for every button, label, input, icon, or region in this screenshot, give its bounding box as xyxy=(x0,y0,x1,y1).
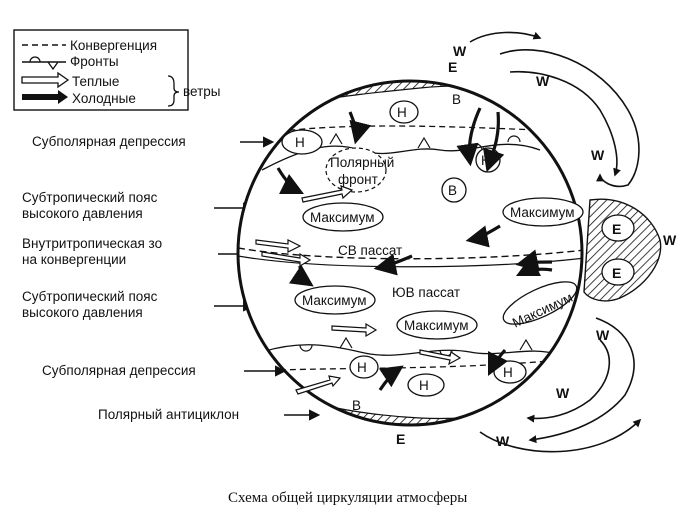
low-label: Н xyxy=(397,105,407,120)
legend-convergence-label: Конвергенция xyxy=(70,38,157,53)
fronts-symbol xyxy=(22,56,66,71)
legend-cold-label: Холодные xyxy=(72,91,136,106)
polar-front-label-1: Полярный xyxy=(330,155,394,170)
easterly-label: E xyxy=(612,265,621,281)
low-label: Н xyxy=(503,365,513,380)
maximum-label: Максимум xyxy=(404,318,469,333)
low-label: Н xyxy=(419,378,429,393)
zone-label-subpolar-south: Субполярная депрессия xyxy=(42,363,196,378)
cold-wind-arrows xyxy=(276,107,553,391)
zone-label-subtropical-north-2: высокого давления xyxy=(22,206,143,221)
figure-caption: Схема общей циркуляции атмосферы xyxy=(228,490,467,506)
legend: Конвергенция Фронты Теплые Холодные ветр… xyxy=(13,29,220,111)
warm-wind-symbol xyxy=(21,71,70,89)
polar-high-south-label: В xyxy=(352,398,361,413)
zone-label-itcz-1: Внутритропическая зо xyxy=(22,236,162,251)
westerly-label: W xyxy=(453,43,467,59)
polar-front-label-2: фронт xyxy=(338,172,378,187)
winds-brace xyxy=(167,75,180,107)
se-trade-label: ЮВ пассат xyxy=(392,285,460,300)
zone-label-itcz-2: на конвергенции xyxy=(22,252,126,267)
zone-label-subtropical-south-2: высокого давления xyxy=(22,305,143,320)
zone-label-subpolar-north: Субполярная депрессия xyxy=(32,134,186,149)
low-label: Н xyxy=(357,360,367,375)
westerly-label: W xyxy=(556,385,570,401)
westerly-label: W xyxy=(536,73,550,89)
zone-label-polar-anticyclone: Полярный антициклон xyxy=(98,407,239,422)
legend-warm-label: Теплые xyxy=(72,74,119,89)
globe: В В E E Н Н Н Н Н Н В Полярный фронт xyxy=(236,59,584,447)
zone-label-subtropical-north-1: Субтропический пояс xyxy=(22,190,158,205)
zone-label-subtropical-south-1: Субтропический пояс xyxy=(22,289,158,304)
high-cell-label: В xyxy=(448,183,457,198)
polar-easterlies-right: E E W xyxy=(583,198,677,302)
maximum-label: Максимум xyxy=(302,293,367,308)
polar-high-north-label: В xyxy=(452,92,461,107)
maximum-cells xyxy=(294,197,584,340)
warm-wind-arrows xyxy=(255,185,462,395)
cold-wind-symbol xyxy=(22,90,68,104)
westerly-label: W xyxy=(596,327,610,343)
westerly-label: W xyxy=(496,433,510,449)
legend-winds-group-label: ветры xyxy=(183,84,220,99)
westerly-label: W xyxy=(591,147,605,163)
low-label: Н xyxy=(295,135,305,150)
legend-fronts-label: Фронты xyxy=(70,54,119,69)
ne-trade-label: СВ пассат xyxy=(338,243,402,258)
zone-labels: Субполярная депрессия Субтропический поя… xyxy=(22,134,321,422)
westerly-label: W xyxy=(663,232,677,248)
easterly-label: E xyxy=(396,431,405,447)
westerly-loops-right xyxy=(469,31,642,453)
easterly-label: E xyxy=(448,59,457,75)
easterly-label: E xyxy=(612,221,621,237)
maximum-label: Максимум xyxy=(510,205,575,220)
maximum-label: Максимум xyxy=(310,210,375,225)
